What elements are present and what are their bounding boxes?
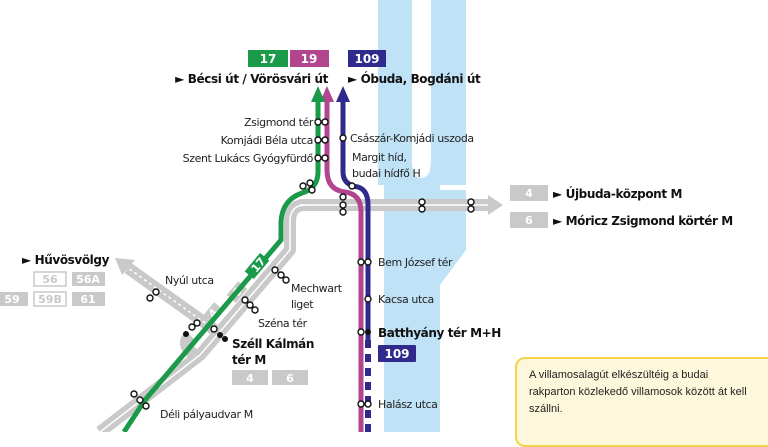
station-csaszar-komjadi: Császár-Komjádi uszoda: [350, 132, 474, 145]
line-17-arrow-icon: [311, 86, 325, 102]
arrow-east-icon: [488, 195, 503, 215]
badge-line-6: 6: [525, 214, 533, 227]
station-deli-palyaudvar: Déli pályaudvar M: [160, 408, 253, 421]
station-szena-ter: Széna tér: [258, 317, 308, 330]
station-mechwart-2: liget: [291, 298, 314, 311]
szell-badge-6: 6: [286, 372, 294, 385]
station-zsigmond-ter: Zsigmond tér: [244, 116, 314, 129]
line-109-route: [340, 100, 371, 340]
note-line-2: rakparton közlekedő villamosok között át…: [529, 386, 747, 398]
bus-badge-59b: 59B: [38, 293, 62, 306]
note-line-3: szállni.: [529, 403, 563, 415]
bus-badge-61: 61: [80, 293, 95, 306]
line-109-arrow-icon: [336, 86, 350, 102]
szell-badge-4: 4: [246, 372, 254, 385]
badge-line-109: 109: [354, 52, 379, 66]
arrow-northwest-icon: [115, 258, 135, 275]
station-margit-hid-1: Margit híd,: [352, 151, 407, 164]
badge-line-19: 19: [301, 52, 318, 66]
station-szell-kalman-2: tér M: [232, 353, 266, 367]
line-19-route: [324, 100, 364, 432]
destination-huvosvolgy: ► Hűvösvölgy: [22, 253, 110, 267]
bus-badge-56: 56: [42, 273, 58, 286]
destination-obuda: ► Óbuda, Bogdáni út: [348, 71, 481, 86]
destination-ujbuda: ► Újbuda-központ M: [553, 186, 682, 201]
station-halasz-utca: Halász utca: [378, 398, 437, 411]
badge-line-4: 4: [525, 187, 533, 200]
bus-badge-56a: 56A: [76, 273, 100, 286]
destination-moricz: ► Móricz Zsigmond körtér M: [553, 214, 733, 228]
bus-badge-59: 59: [4, 293, 19, 306]
station-mechwart-1: Mechwart: [291, 282, 343, 295]
line-19-arrow-icon: [320, 86, 334, 102]
margaret-island: [412, 0, 431, 178]
line-17-route: [121, 100, 321, 432]
info-note: A villamosalagút elkészültéig a budai ra…: [515, 357, 768, 447]
station-szell-kalman-1: Széll Kálmán: [232, 337, 314, 351]
tram-map: 6 4 17 17 19 109 ► Bécsi út / Vörösvári …: [0, 0, 733, 432]
station-markers: [130, 118, 475, 410]
note-line-1: A villamosalagút elkészültéig a budai: [529, 369, 709, 381]
station-batthyany-ter: Batthyány tér M+H: [378, 326, 501, 340]
destination-becsi-ut: ► Bécsi út / Vörösvári út: [175, 72, 329, 86]
station-kacsa-utca: Kacsa utca: [378, 293, 434, 306]
station-nyul-utca: Nyúl utca: [165, 274, 214, 287]
station-szent-lukacs: Szent Lukács Gyógyfürdő: [183, 152, 314, 165]
station-margit-hid-2: budai hídfő H: [352, 167, 421, 180]
badge-line-17: 17: [260, 52, 277, 66]
badge-line-109-lower: 109: [384, 347, 409, 361]
station-bem-jozsef-ter: Bem József tér: [378, 256, 453, 269]
station-komjadi-bela-utca: Komjádi Béla utca: [221, 134, 313, 147]
